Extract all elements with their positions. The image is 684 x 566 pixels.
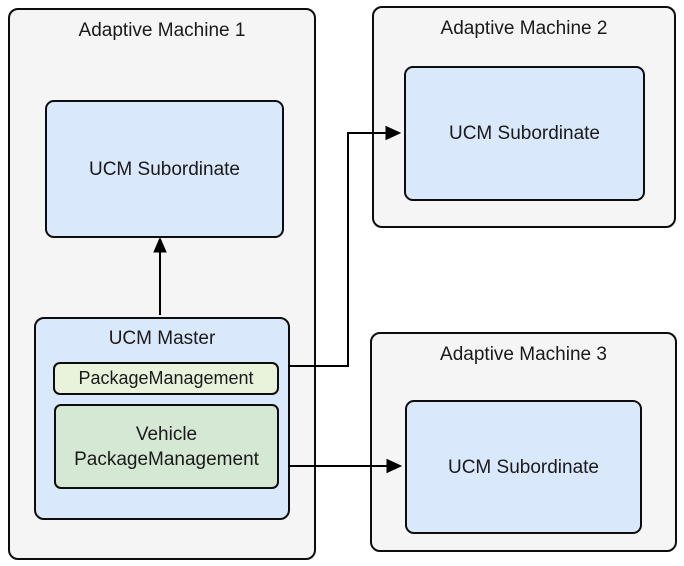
ucm-subordinate-1-node: UCM Subordinate [45, 100, 284, 238]
machine-1-container: Adaptive Machine 1 UCM Subordinate UCM M… [8, 8, 316, 560]
ucm-subordinate-1-label: UCM Subordinate [88, 158, 241, 180]
ucm-subordinate-3-node: UCM Subordinate [405, 400, 642, 534]
ucm-subordinate-2-node: UCM Subordinate [404, 66, 645, 201]
ucm-subordinate-2-label: UCM Subordinate [448, 123, 601, 144]
machine-3-container: Adaptive Machine 3 UCM Subordinate [370, 332, 677, 552]
ucm-subordinate-3-label: UCM Subordinate [447, 456, 600, 478]
package-management-label: PackageManagement [78, 368, 254, 388]
ucm-master-node: UCM Master PackageManagement Vehicle Pac… [34, 317, 290, 520]
machine-2-container: Adaptive Machine 2 UCM Subordinate [372, 6, 676, 228]
machine-1-title: Adaptive Machine 1 [78, 20, 246, 41]
package-management-node: PackageManagement [53, 362, 279, 395]
machine-3-title: Adaptive Machine 3 [440, 344, 607, 365]
vehicle-package-management-node: Vehicle PackageManagement [54, 404, 279, 489]
machine-2-title: Adaptive Machine 2 [440, 18, 608, 39]
vehicle-package-management-label: Vehicle PackageManagement [74, 423, 259, 470]
ucm-master-title: UCM Master [108, 328, 216, 349]
